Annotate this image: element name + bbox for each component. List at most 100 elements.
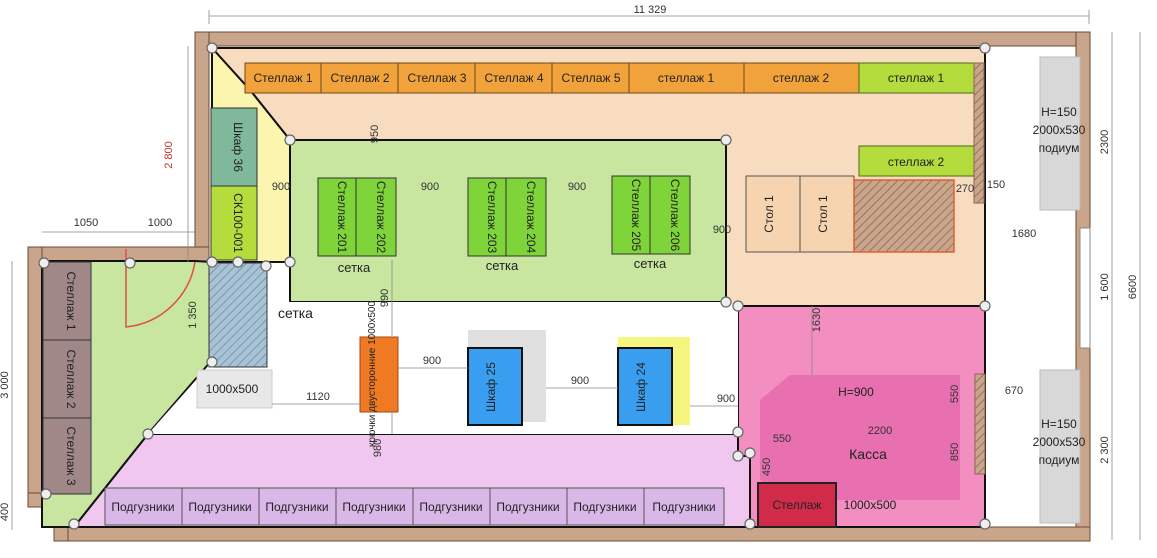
svg-text:Стеллаж 3: Стеллаж 3: [64, 426, 78, 485]
svg-text:Стол 1: Стол 1: [762, 195, 776, 233]
svg-text:Подгузники: Подгузники: [573, 500, 636, 514]
shelf-red: [757, 482, 837, 528]
svg-text:Стеллаж 202: Стеллаж 202: [374, 181, 388, 254]
svg-text:Стол 1: Стол 1: [816, 195, 830, 233]
svg-text:Стеллаж 203: Стеллаж 203: [485, 181, 499, 254]
shelf-top-2: Стеллаж 2: [330, 71, 389, 85]
dim-900-f: 900: [571, 375, 589, 387]
shelf-top-7: стеллаж 2: [773, 71, 830, 85]
svg-text:подиум: подиум: [1039, 453, 1080, 467]
cash-h-label: H=900: [838, 385, 874, 399]
svg-text:Шкаф 25: Шкаф 25: [484, 362, 498, 412]
cash-label: Касса: [849, 446, 887, 462]
svg-text:Подгузники: Подгузники: [111, 500, 174, 514]
cabinet-36-label: Шкаф 36: [231, 122, 245, 172]
svg-text:Подгузники: Подгузники: [342, 500, 405, 514]
hooks-label: крючки двусторонние 1000х500: [367, 301, 378, 447]
net-3: сетка: [634, 256, 667, 271]
dim-1350: 1 350: [187, 301, 199, 329]
dim-150: 150: [987, 179, 1005, 191]
right-wall-hatch: [973, 62, 985, 204]
cash-counter: [760, 375, 960, 500]
cabinet-sk-label: СК100-001: [231, 193, 245, 253]
vertex-nodes: [38, 42, 991, 530]
dim-950: 950: [369, 125, 381, 143]
dim-red-vertical: 2 800: [163, 141, 175, 169]
shelf-top-3: Стеллаж 3: [407, 71, 466, 85]
svg-text:H=150: H=150: [1041, 105, 1077, 119]
svg-text:Шкаф 24: Шкаф 24: [634, 362, 648, 412]
svg-text:Стеллаж 201: Стеллаж 201: [335, 181, 349, 254]
dim-1680: 1680: [1012, 228, 1036, 240]
dim-550-b: 550: [949, 385, 961, 403]
dim-900-g: 900: [717, 393, 735, 405]
dim-900-c: 900: [568, 181, 586, 193]
shelf-red-label: Стеллаж: [772, 498, 821, 512]
svg-text:Подгузники: Подгузники: [496, 500, 559, 514]
dim-900-a: 900: [272, 181, 290, 193]
svg-text:Стеллаж 204: Стеллаж 204: [524, 181, 538, 254]
dim-2200: 2200: [868, 425, 892, 437]
svg-text:Подгузники: Подгузники: [652, 500, 715, 514]
dim-550-a: 550: [773, 433, 791, 445]
svg-text:подиум: подиум: [1039, 141, 1080, 155]
shelf-green-mid-label: стеллаж 2: [888, 155, 945, 169]
rack-group-2: Стеллаж 203 Стеллаж 204 сетка: [467, 177, 547, 273]
rack-group-3: Стеллаж 205 Стеллаж 206 сетка: [611, 175, 691, 271]
cabinet-24: [617, 347, 673, 426]
table-1a: [745, 175, 801, 253]
left-shelf-3: [42, 417, 92, 495]
net-1: сетка: [338, 260, 371, 275]
cabinet-25: [467, 347, 523, 426]
dim-990: 990: [379, 289, 391, 307]
shelf-top-6: стеллаж 1: [658, 71, 715, 85]
dim-1120: 1120: [306, 391, 330, 403]
dim-450: 450: [761, 458, 773, 476]
top-shelves: Стеллаж 1 Стеллаж 2 Стеллаж 3 Стеллаж 4 …: [244, 62, 975, 94]
dim-left-total: 3 000: [0, 371, 11, 399]
svg-text:Подгузники: Подгузники: [265, 500, 328, 514]
podium-top: [1039, 56, 1081, 211]
hatched-pallet: [853, 179, 955, 253]
shelf-top-4: Стеллаж 4: [484, 71, 543, 85]
dim-top-left-a: 1050: [74, 217, 98, 229]
svg-text:Подгузники: Подгузники: [188, 500, 251, 514]
dim-850: 850: [949, 443, 961, 461]
dim-right-upper: 2300: [1099, 130, 1111, 154]
dim-900-e: 900: [423, 355, 441, 367]
svg-text:Стеллаж 205: Стеллаж 205: [629, 179, 643, 252]
svg-text:2000х530: 2000х530: [1033, 123, 1086, 137]
cash-hatch: [974, 373, 986, 475]
shelf-top-1: Стеллаж 1: [253, 71, 312, 85]
diaper-shelves: Подгузники Подгузники Подгузники Подгузн…: [104, 487, 725, 526]
shelf-top-green: стеллаж 1: [888, 71, 945, 85]
small-box-label: 1000х500: [206, 382, 259, 396]
shelf-green-mid: [858, 145, 975, 177]
svg-text:Подгузники: Подгузники: [419, 500, 482, 514]
dimension-lines: [11, 10, 1141, 540]
door-arc: [125, 249, 196, 328]
shelf-red-size: 1000х500: [844, 498, 897, 512]
svg-text:H=150: H=150: [1041, 417, 1077, 431]
left-shelf-1: [42, 261, 92, 341]
svg-text:Стеллаж 206: Стеллаж 206: [668, 179, 682, 252]
left-shelf-2: [42, 339, 92, 419]
dim-900-d: 900: [713, 224, 731, 236]
dim-900-b: 900: [421, 181, 439, 193]
dim-980: 980: [372, 439, 384, 457]
shelf-top-5: Стеллаж 5: [561, 71, 620, 85]
hatched-column: [208, 262, 268, 368]
small-box: [196, 369, 273, 409]
svg-text:2000х530: 2000х530: [1033, 435, 1086, 449]
cabinet-sk: [210, 185, 258, 261]
podium-bottom: [1039, 369, 1081, 524]
dim-right-total: 6600: [1127, 275, 1139, 299]
dim-right-mid: 1 600: [1099, 273, 1111, 301]
hooks-rack: [359, 336, 399, 413]
net-label-big: сетка: [278, 305, 313, 321]
dim-left-bottom: 400: [0, 503, 11, 521]
svg-text:Стеллаж 2: Стеллаж 2: [64, 349, 78, 408]
dim-270: 270: [956, 183, 974, 195]
dim-670: 670: [1005, 385, 1023, 397]
